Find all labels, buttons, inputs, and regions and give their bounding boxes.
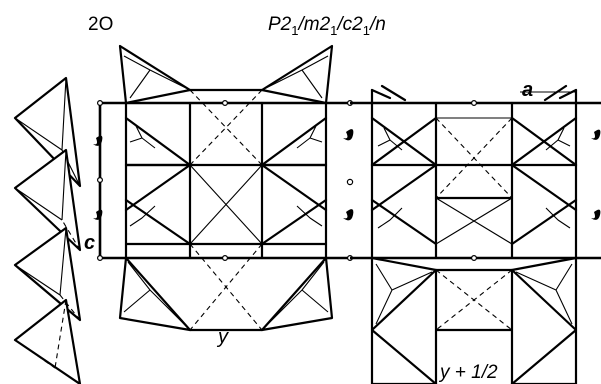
layer-y-half-label: y + 1/2	[438, 362, 498, 383]
axis-c-label: c	[84, 232, 95, 254]
axis-a-label: a	[522, 79, 533, 101]
polytype-label: 2O	[88, 14, 113, 35]
right-unit-cell	[350, 84, 601, 384]
layer-y-label: y	[216, 326, 229, 348]
left-unit-cell	[93, 44, 354, 332]
left-tetrahedra-column	[13, 76, 82, 384]
space-group-label: P21/m21/c21/n	[268, 14, 386, 38]
central-symmetry-markers	[343, 129, 354, 221]
